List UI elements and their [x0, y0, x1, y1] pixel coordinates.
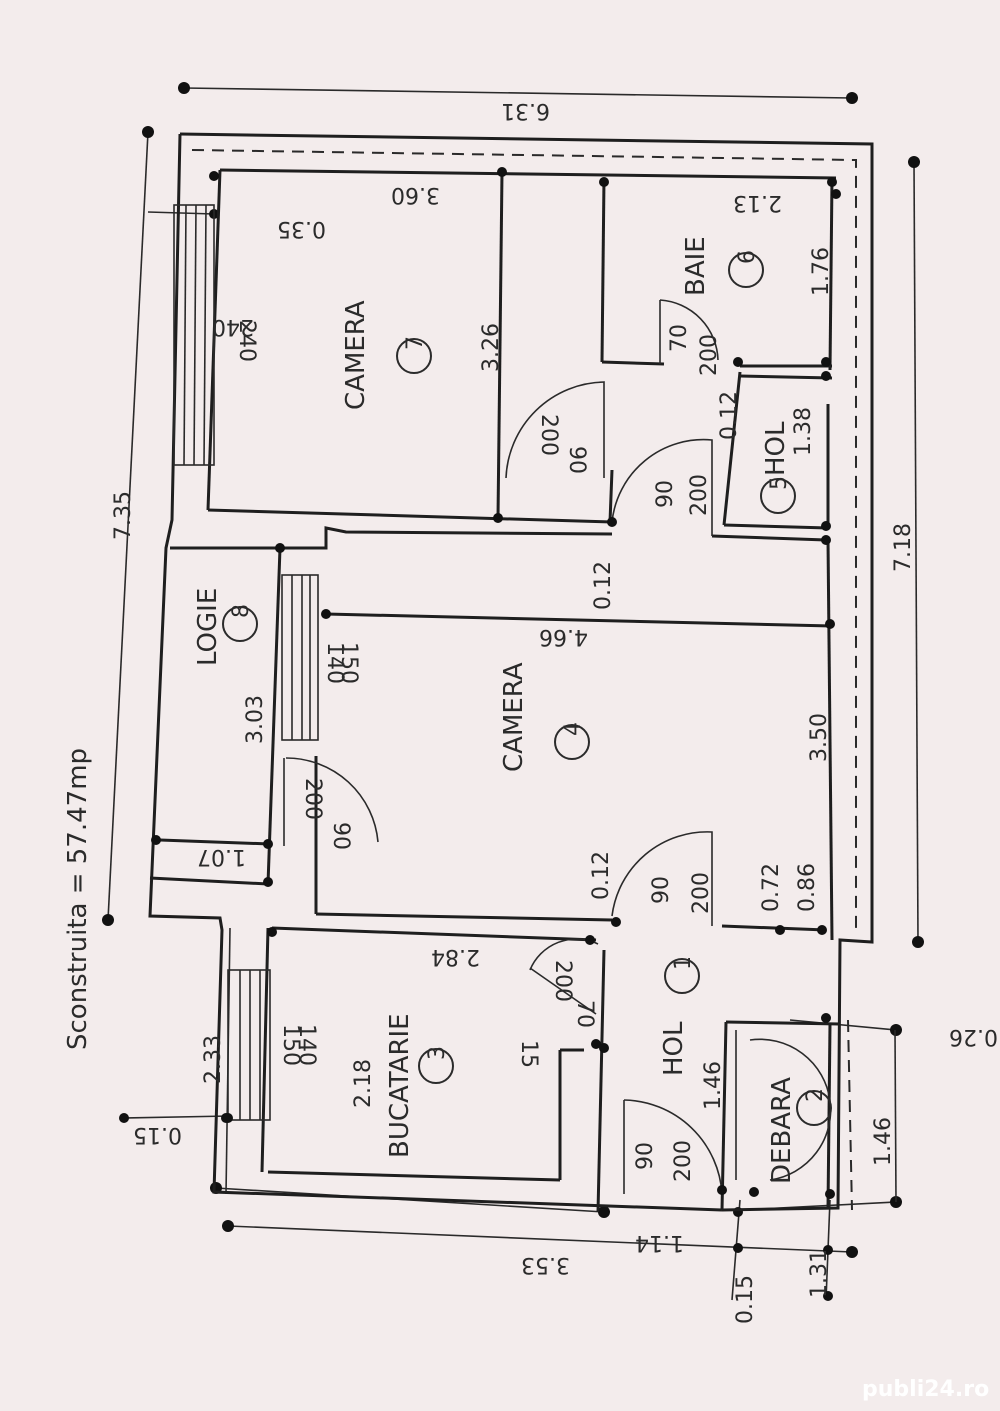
svg-text:1: 1 — [671, 956, 696, 970]
svg-text:CAMERA: CAMERA — [499, 662, 529, 772]
walls — [148, 132, 874, 1213]
windows — [173, 204, 319, 1121]
svg-text:BAIE: BAIE — [681, 236, 711, 296]
dim-overall-length-left: 7.35 — [111, 491, 136, 540]
dim-cam4-width: 4.66 — [539, 624, 588, 649]
dim-overall-length-right: 7.18 — [891, 523, 916, 572]
svg-text:HOL: HOL — [761, 421, 791, 476]
svg-text:6: 6 — [735, 250, 760, 264]
room-baie-6: BAIE 6 — [681, 236, 764, 296]
plan-area-title: Sconstruita = 57.47mp — [63, 748, 93, 1050]
room-bucatarie-3: BUCATARIE 3 — [385, 1013, 454, 1158]
door-baie-top: 70 — [667, 324, 692, 352]
dim-bucatarie-depth: 2.18 — [351, 1059, 376, 1108]
door-entry-top: 90 — [633, 1142, 658, 1170]
dim-bucatarie-width: 2.84 — [431, 944, 480, 969]
plan-title: Sconstruita = 57.47mp — [63, 748, 93, 1050]
dim-hol1-depth: 1.46 — [701, 1061, 726, 1110]
dim-114: 1.14 — [635, 1230, 684, 1255]
dim-026: 0.26 — [949, 1024, 998, 1049]
dim-015-c: 0.15 — [733, 1275, 758, 1324]
svg-text:4: 4 — [561, 722, 586, 736]
svg-text:CAMERA: CAMERA — [341, 300, 371, 410]
vertex-dots — [151, 167, 841, 1217]
dim-cam7-width: 3.60 — [391, 182, 440, 207]
door-hol5-bottom: 200 — [687, 474, 712, 516]
door-entry-bottom: 200 — [671, 1140, 696, 1182]
door-cam4-top: 90 — [649, 876, 674, 904]
dim-overall-width: 6.31 — [501, 98, 550, 123]
door-cam4-bottom: 200 — [689, 872, 714, 914]
dim-072: 0.72 — [759, 863, 784, 912]
door-cam7-top: 90 — [564, 446, 589, 474]
dim-baie-width: 2.13 — [733, 190, 782, 215]
window-buc-bottom: 150 — [278, 1024, 303, 1066]
svg-text:HOL: HOL — [659, 1021, 689, 1076]
door-logie-top: 90 — [328, 822, 353, 850]
dim-wall-012-b: 0.12 — [591, 561, 616, 610]
dim-hol5-depth: 1.38 — [791, 407, 816, 456]
room-camera-7: CAMERA 7 — [341, 300, 432, 410]
door-hol5-top: 90 — [653, 480, 678, 508]
door-cam7-bottom: 200 — [536, 414, 561, 456]
svg-text:LOGIE: LOGIE — [193, 588, 223, 666]
svg-text:8: 8 — [229, 604, 254, 618]
svg-text:3: 3 — [425, 1046, 450, 1060]
dim-debara-depth: 1.46 — [871, 1117, 896, 1166]
room-camera-4: CAMERA 4 — [499, 662, 590, 772]
dim-233: 2.33 — [201, 1035, 226, 1084]
dim-logie-width: 1.07 — [197, 844, 246, 869]
door-logie-bottom: 200 — [300, 778, 325, 820]
window-cam4-top: 150 — [336, 642, 361, 684]
svg-text:DEBARA: DEBARA — [767, 1077, 797, 1184]
svg-text:BUCATARIE: BUCATARIE — [385, 1013, 415, 1158]
room-hol-5: HOL 5 — [760, 421, 796, 514]
opening-labels: 240 240 90 200 70 200 90 200 150 140 90 … — [212, 314, 722, 1182]
dim-015: 0.15 — [133, 1122, 182, 1147]
room-labels: CAMERA 7 BAIE 6 HOL 5 CAMERA 4 LOGIE 8 B… — [193, 236, 832, 1184]
room-debara-2: DEBARA 2 — [767, 1077, 832, 1184]
door-buc-bottom: 200 — [550, 960, 575, 1002]
dim-logie-depth: 3.03 — [243, 695, 268, 744]
dim-086: 0.86 — [795, 863, 820, 912]
dim-wall-035: 0.35 — [277, 216, 326, 241]
window-cam7-bottom: 240 — [234, 320, 259, 362]
svg-text:2: 2 — [803, 1088, 828, 1102]
dim-baie-depth: 1.76 — [809, 247, 834, 296]
room-logie-8: LOGIE 8 — [193, 588, 258, 666]
door-buc-top: 70 — [572, 1000, 597, 1028]
dim-131: 1.31 — [807, 1249, 832, 1298]
door-swings — [283, 299, 832, 1195]
dim-cam7-depth: 3.26 — [479, 323, 504, 372]
dim-wall-012-a: 0.12 — [717, 391, 742, 440]
window-cam4-bottom: 140 — [322, 642, 347, 684]
room-hol-1: HOL 1 — [659, 956, 700, 1076]
watermark: publi24.ro — [862, 1377, 989, 1402]
svg-text:5: 5 — [767, 476, 792, 490]
dim-wall-012-c: 0.12 — [589, 851, 614, 900]
window-cam7-top: 240 — [212, 314, 254, 339]
svg-text:7: 7 — [403, 336, 428, 350]
window-buc-top: 140 — [294, 1024, 319, 1066]
dimension-labels: 6.31 7.35 7.18 3.60 0.35 3.26 2.13 1.76 … — [111, 98, 998, 1324]
dim-353: 3.53 — [521, 1252, 570, 1277]
shaft-15: 15 — [516, 1040, 541, 1068]
watermark-text: publi24.ro — [862, 1377, 989, 1402]
door-baie-bottom: 200 — [697, 334, 722, 376]
dim-cam4-depth: 3.50 — [807, 713, 832, 762]
